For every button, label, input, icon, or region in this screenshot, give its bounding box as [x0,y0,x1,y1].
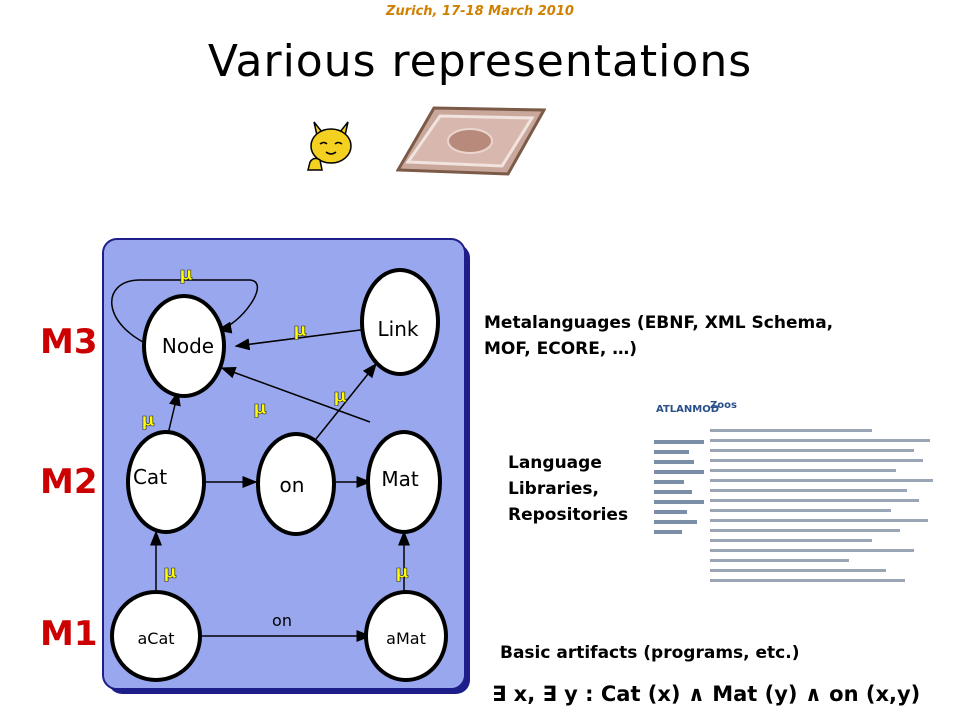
m3-description: Metalanguages (EBNF, XML Schema, MOF, EC… [484,310,833,362]
cat-label: Cat [133,465,167,489]
zoos-heading: Zoos [710,400,737,411]
m3-description-line: Metalanguages (EBNF, XML Schema, [484,313,834,333]
mu-label: μ [293,320,306,341]
mu-label: μ [163,562,176,583]
event-place: Zurich, [386,4,438,19]
m2-description: Language Libraries, Repositories [508,450,628,528]
on-label: on [280,473,305,497]
m2-description-line: Repositories [508,505,629,525]
acat-node [110,590,202,682]
on-node [256,432,336,536]
event-dates: 17-18 March 2010 [442,4,574,19]
m2-description-line: Language [508,453,602,473]
acat-label: aCat [137,629,174,648]
amat-label: aMat [386,629,426,648]
mu-label: μ [179,264,192,285]
on-to-link-edge [311,362,377,445]
level-m1: M1 [40,614,98,654]
atlanmod-logo: ATLANMOD [656,404,720,415]
link-to-node-edge [234,327,377,351]
node-label: Node [162,334,214,358]
m2-description-line: Libraries, [508,479,600,499]
mu-label: μ [333,386,346,407]
mat-label: Mat [381,467,419,491]
cat-node [126,430,206,534]
thumbnail-content [710,422,942,589]
node-node [142,294,226,398]
m3-description-line: MOF, ECORE, …) [484,339,638,359]
metamodel-diagram: Node Link Cat on Mat aCat aMat on μ μ μ … [102,238,470,694]
mu-label: μ [395,562,408,583]
link-node [360,268,440,376]
logic-formula: ∃ x, ∃ y : Cat (x) ∧ Mat (y) ∧ on (x,y) [492,682,921,706]
thumbnail-sidebar [654,434,704,540]
level-m2: M2 [40,462,98,502]
mat-node [366,430,442,534]
amat-node [364,590,448,682]
slide-title: Various representations [207,36,753,87]
mat-image [396,106,546,176]
mu-label: μ [141,410,154,431]
cat-icon [307,121,352,171]
cat-to-node-edge [167,390,181,435]
atlanmod-zoos-screenshot: ATLANMOD Zoos [648,400,944,588]
node-self-loop-edge [111,279,258,349]
event-header: Zurich, 17-18 March 2010 [0,4,960,19]
link-label: Link [378,317,419,341]
mu-label: μ [253,398,266,419]
level-m3: M3 [40,322,98,362]
mat-to-node-edge [220,366,371,423]
m1-description: Basic artifacts (programs, etc.) [500,643,800,663]
on-relation-label: on [272,611,292,630]
